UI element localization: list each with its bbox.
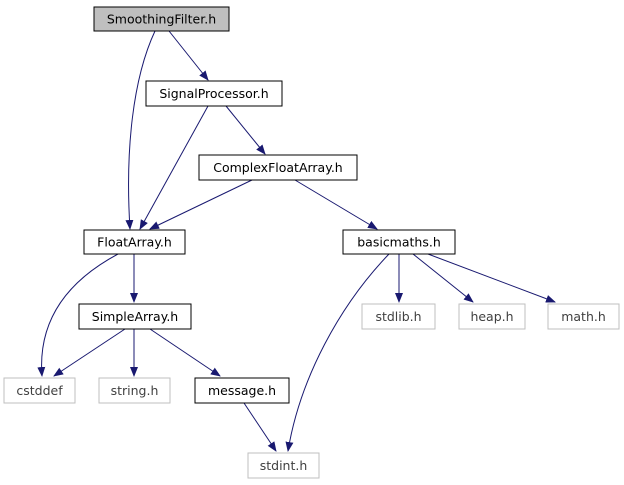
node-smoothingfilter[interactable]: SmoothingFilter.h — [93, 6, 230, 32]
node-math[interactable]: math.h — [547, 303, 620, 330]
node-label-smoothingfilter: SmoothingFilter.h — [107, 12, 216, 27]
edge-signalprocessor-to-complexfloatarray — [225, 105, 266, 155]
edge-smoothingfilter-to-signalprocessor — [168, 30, 209, 81]
node-label-message: message.h — [208, 383, 276, 398]
node-label-math: math.h — [561, 309, 606, 324]
edge-basicmaths-to-stdint — [285, 253, 390, 452]
node-basicmaths[interactable]: basicmaths.h — [342, 229, 456, 255]
edge-smoothingfilter-to-floatarray — [125, 30, 156, 230]
node-heap[interactable]: heap.h — [458, 303, 526, 330]
edge-message-to-stdint — [243, 402, 277, 452]
node-string[interactable]: string.h — [98, 377, 171, 404]
node-floatarray[interactable]: FloatArray.h — [83, 229, 186, 255]
edge-basicmaths-to-heap — [412, 253, 474, 303]
edge-complexfloatarray-to-floatarray — [149, 179, 253, 230]
node-label-floatarray: FloatArray.h — [97, 235, 172, 250]
edge-complexfloatarray-to-basicmaths — [294, 179, 378, 230]
node-label-signalprocessor: SignalProcessor.h — [159, 86, 268, 101]
node-label-stdlib: stdlib.h — [375, 309, 421, 324]
node-complexfloatarray[interactable]: ComplexFloatArray.h — [198, 154, 358, 181]
node-label-string: string.h — [111, 383, 159, 398]
node-stdlib[interactable]: stdlib.h — [361, 303, 436, 330]
edge-signalprocessor-to-floatarray — [139, 105, 209, 230]
node-label-basicmaths: basicmaths.h — [357, 235, 441, 250]
node-label-stdint: stdint.h — [260, 458, 308, 473]
node-cstddef[interactable]: cstddef — [3, 377, 76, 404]
node-simplearray[interactable]: SimpleArray.h — [78, 303, 192, 330]
node-label-simplearray: SimpleArray.h — [92, 309, 178, 324]
node-signalprocessor[interactable]: SignalProcessor.h — [145, 80, 283, 107]
node-label-cstddef: cstddef — [16, 383, 63, 398]
node-label-heap: heap.h — [470, 309, 513, 324]
edge-simplearray-to-cstddef — [53, 328, 126, 377]
edge-basicmaths-to-math — [427, 253, 556, 303]
edge-floatarray-to-cstddef — [37, 253, 119, 377]
edge-simplearray-to-message — [149, 328, 221, 377]
node-message[interactable]: message.h — [194, 377, 290, 404]
node-stdint[interactable]: stdint.h — [247, 452, 320, 479]
node-label-complexfloatarray: ComplexFloatArray.h — [213, 160, 342, 175]
